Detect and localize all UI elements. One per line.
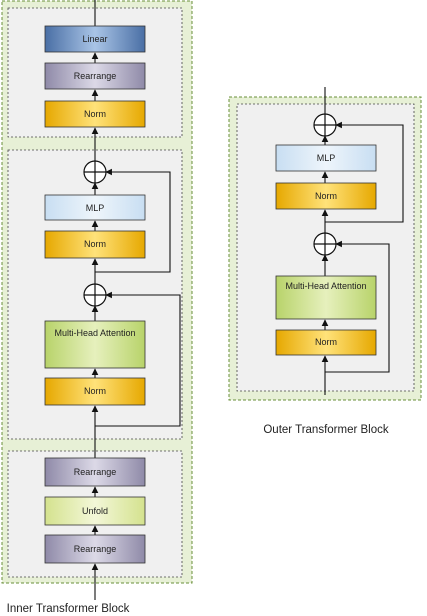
inner-rearrange-bottom-label: Rearrange	[74, 544, 117, 554]
inner-mlp-label: MLP	[86, 203, 105, 213]
outer-mlp-block: MLP	[275, 144, 377, 172]
inner-norm-attention-label: Norm	[84, 386, 106, 396]
inner-add-node-attention	[83, 283, 107, 307]
inner-rearrange-bottom-block: Rearrange	[44, 534, 146, 564]
inner-unfold-label: Unfold	[82, 506, 108, 516]
inner-norm-top-label: Norm	[84, 109, 106, 119]
inner-norm-mlp-block: Norm	[44, 230, 146, 259]
inner-linear-block: Linear	[44, 25, 146, 53]
outer-norm-mlp-block: Norm	[275, 182, 377, 210]
inner-rearrange-top-label: Rearrange	[74, 71, 117, 81]
inner-attention-block: Multi-Head Attention	[44, 320, 146, 369]
outer-mlp-label: MLP	[317, 153, 336, 163]
inner-unfold-block: Unfold	[44, 496, 146, 526]
outer-add-node-attention	[313, 232, 337, 256]
outer-add-node-mlp	[313, 113, 337, 137]
inner-rearrange-mid-block: Rearrange	[44, 457, 146, 487]
outer-block-caption: Outer Transformer Block	[263, 424, 389, 436]
outer-norm-attention-label: Norm	[315, 337, 337, 347]
outer-norm-mlp-label: Norm	[315, 191, 337, 201]
outer-norm-attention-block: Norm	[275, 329, 377, 356]
inner-attention-label: Multi-Head Attention	[54, 328, 135, 338]
inner-mlp-block: MLP	[44, 194, 146, 221]
inner-add-node-mlp	[83, 160, 107, 184]
inner-rearrange-mid-label: Rearrange	[74, 467, 117, 477]
outer-attention-label: Multi-Head Attention	[285, 281, 366, 291]
inner-rearrange-top-block: Rearrange	[44, 62, 146, 90]
inner-norm-top-block: Norm	[44, 100, 146, 128]
inner-norm-attention-block: Norm	[44, 377, 146, 406]
inner-linear-label: Linear	[82, 34, 107, 44]
outer-attention-block: Multi-Head Attention	[275, 275, 377, 320]
inner-transformer-block: Linear Rearrange Norm MLP Norm Multi-Hea…	[1, 0, 193, 615]
outer-transformer-block: MLP Norm Multi-Head Attention Norm Outer…	[228, 87, 422, 436]
inner-block-caption: Inner Transformer Block	[7, 603, 130, 615]
inner-norm-mlp-label: Norm	[84, 239, 106, 249]
